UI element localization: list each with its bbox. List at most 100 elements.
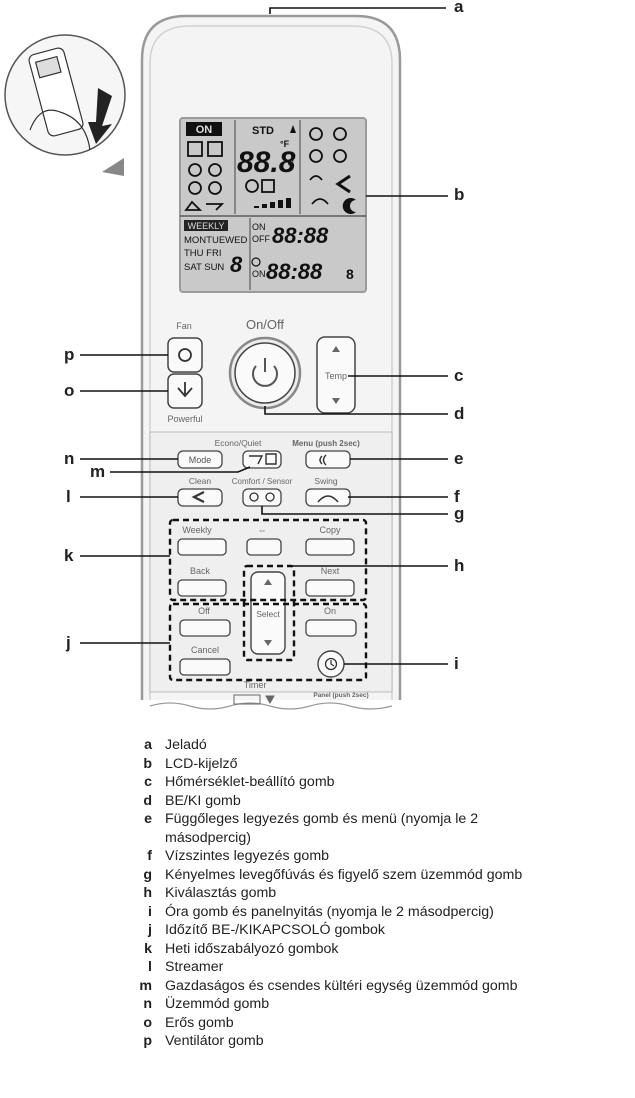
copy-label: Copy (319, 525, 341, 535)
lcd-on-badge: ON (196, 124, 213, 136)
program-button[interactable] (246, 538, 282, 556)
legend-letter: k (144, 940, 152, 957)
select-button[interactable] (250, 571, 286, 655)
temp-up-icon (332, 346, 340, 352)
legend-letter: o (143, 1014, 152, 1031)
legend-letter: l (148, 959, 152, 975)
legend-text: Jeladó (165, 737, 207, 753)
temp-button[interactable] (316, 336, 356, 414)
fan-speed-bars-icon (254, 198, 291, 208)
legend-text: Vízszintes legyezés gomb (165, 848, 330, 864)
vertical-swing-icon (309, 175, 323, 181)
comfort-sensor-label: Comfort / Sensor (232, 477, 293, 486)
leader-g (261, 506, 448, 515)
callout-a: a (454, 0, 464, 16)
off-button[interactable] (179, 619, 231, 637)
lcd-timer-top: 88:88 (272, 223, 329, 248)
dry-mode-icon (207, 141, 223, 157)
comfort-icon (309, 127, 323, 141)
lcd-on-label: ON (252, 222, 266, 232)
on-button[interactable] (305, 619, 357, 637)
horizontal-swing-button-icon (317, 495, 339, 503)
remote-cut-edge (149, 702, 393, 710)
lcd-std-label: STD (252, 125, 274, 137)
select-label: Select (256, 609, 280, 619)
swing-button[interactable] (305, 488, 351, 507)
lcd-days-row2: THU FRI (184, 248, 221, 259)
callout-c: c (454, 366, 464, 385)
lcd-a-icon (261, 179, 275, 193)
clean-button[interactable] (177, 488, 223, 507)
clean-icon (245, 179, 259, 193)
legend-letter: f (147, 848, 152, 864)
weekly-button[interactable] (177, 538, 227, 556)
lcd-mode-icons (184, 127, 347, 211)
heat-mode-icon (208, 163, 222, 177)
legend-text: Heti időszabályozó gombok (165, 940, 339, 957)
leader-d (264, 406, 448, 415)
hand-holding-remote-illustration (28, 47, 91, 151)
weekly-group-outline (168, 518, 368, 602)
next-button[interactable] (305, 579, 355, 597)
lcd-days-row1: MONTUEWED (184, 235, 247, 246)
callout-j: j (66, 633, 71, 652)
fan-mode-icon (188, 181, 202, 195)
legend-letter: i (148, 903, 152, 920)
callout-h: h (454, 556, 465, 575)
swing-label: Swing (314, 476, 337, 486)
outdoor-quiet-icon (184, 200, 203, 211)
next-label: Next (321, 566, 340, 576)
menu-label: Menu (push 2sec) (292, 439, 360, 448)
legend-item: i Óra gomb és panelnyitás (nyomja le 2 má… (125, 903, 630, 922)
legend-letter: j (148, 922, 152, 938)
lcd-on-label-2: ON (252, 269, 266, 279)
legend-text: Üzemmód gomb (165, 996, 270, 1012)
callout-n: n (64, 449, 75, 468)
legend-letter: p (143, 1033, 152, 1049)
legend-text: LCD-kijelző (165, 755, 238, 772)
legend-item: k Heti időszabályozó gombok (125, 940, 630, 959)
cool-mode-icon (188, 163, 202, 177)
lcd-timer-bottom: 88:88 (266, 259, 323, 284)
back-button[interactable] (177, 579, 227, 597)
cancel-button[interactable] (179, 658, 231, 676)
streamer-button-icon (191, 491, 205, 503)
lcd-temp-digits: 88.8 (237, 146, 296, 179)
lcd-on-badge-bg (186, 122, 222, 136)
timer-label: Timer (244, 680, 267, 690)
horizontal-swing-icon (311, 198, 329, 205)
auto-mode-icon (187, 141, 203, 157)
legend-text: Időzítő BE-/KIKAPCSOLÓ gombok (165, 922, 386, 938)
on-label: On (324, 606, 336, 616)
econo-icon (206, 203, 225, 211)
legend-text: Óra gomb és panelnyitás (nyomja le 2 más… (165, 903, 494, 920)
power-icon (252, 358, 278, 387)
legend-letter: d (143, 792, 152, 809)
off-label: Off (198, 606, 210, 616)
temp-label: Temp (325, 371, 347, 381)
legend-letter: e (144, 811, 152, 827)
select-down-icon (264, 640, 272, 646)
leader-m (110, 466, 251, 473)
remote-control-drawing: ON STD 88.8 °F °C WEEKLY MONTUEWED THU F… (4, 7, 448, 710)
lcd-days-row3: SAT SUN (184, 262, 224, 273)
econo-quiet-label: Econo/Quiet (215, 438, 262, 448)
fan-button[interactable] (167, 337, 203, 373)
lcd-weekly-badge-bg (184, 220, 228, 231)
down-arrow-icon (88, 88, 112, 144)
remote-inner-outline (149, 25, 393, 700)
on-off-button[interactable] (234, 342, 296, 404)
legend-text: Kényelmes levegőfúvás és figyelő szem üz… (165, 866, 523, 883)
menu-button[interactable] (305, 450, 351, 469)
callout-p: p (64, 345, 75, 364)
vertical-swing-menu-icon (319, 454, 327, 466)
lcd-weekly-badge: WEEKLY (188, 221, 225, 231)
copy-button[interactable] (305, 538, 355, 556)
comfort-sensor-button[interactable] (242, 488, 282, 507)
legend-letter: c (144, 774, 152, 790)
callout-k: k (64, 546, 74, 565)
sensor-button-icon (265, 492, 275, 502)
